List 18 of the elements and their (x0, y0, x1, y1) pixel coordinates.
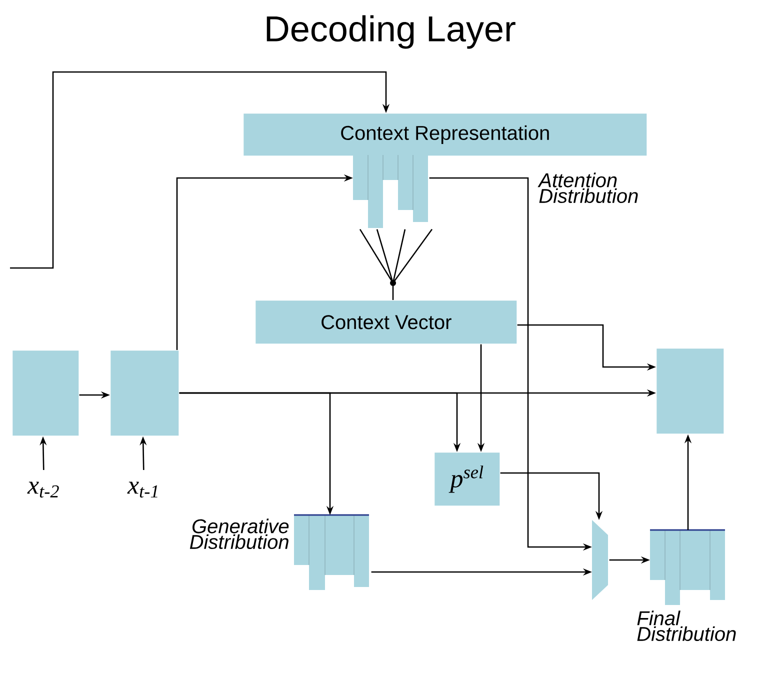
title: Decoding Layer (266, 15, 516, 49)
output-box (656, 348, 724, 434)
state-box (110, 350, 179, 436)
context-representation-box: Context Representation (244, 114, 647, 156)
input-label: x$_{t-2}$ (27, 482, 59, 498)
arrow (359, 228, 433, 301)
distribution-label: Generative Distribution (190, 518, 289, 550)
selection-box: p$^{sel}$ (434, 452, 500, 506)
context-vector-box: Context Vector (256, 300, 517, 344)
attention-bars (353, 154, 428, 228)
mixer-trapezoid (592, 520, 608, 600)
input-label: x$_{t-1}$ (127, 482, 158, 498)
distribution-label: Final Distribution (637, 610, 736, 642)
arrow (10, 71, 390, 269)
generative-bars (294, 514, 369, 590)
state-box (12, 350, 79, 436)
final-bars (650, 529, 725, 605)
distribution-label: Attention Distribution (538, 172, 638, 204)
